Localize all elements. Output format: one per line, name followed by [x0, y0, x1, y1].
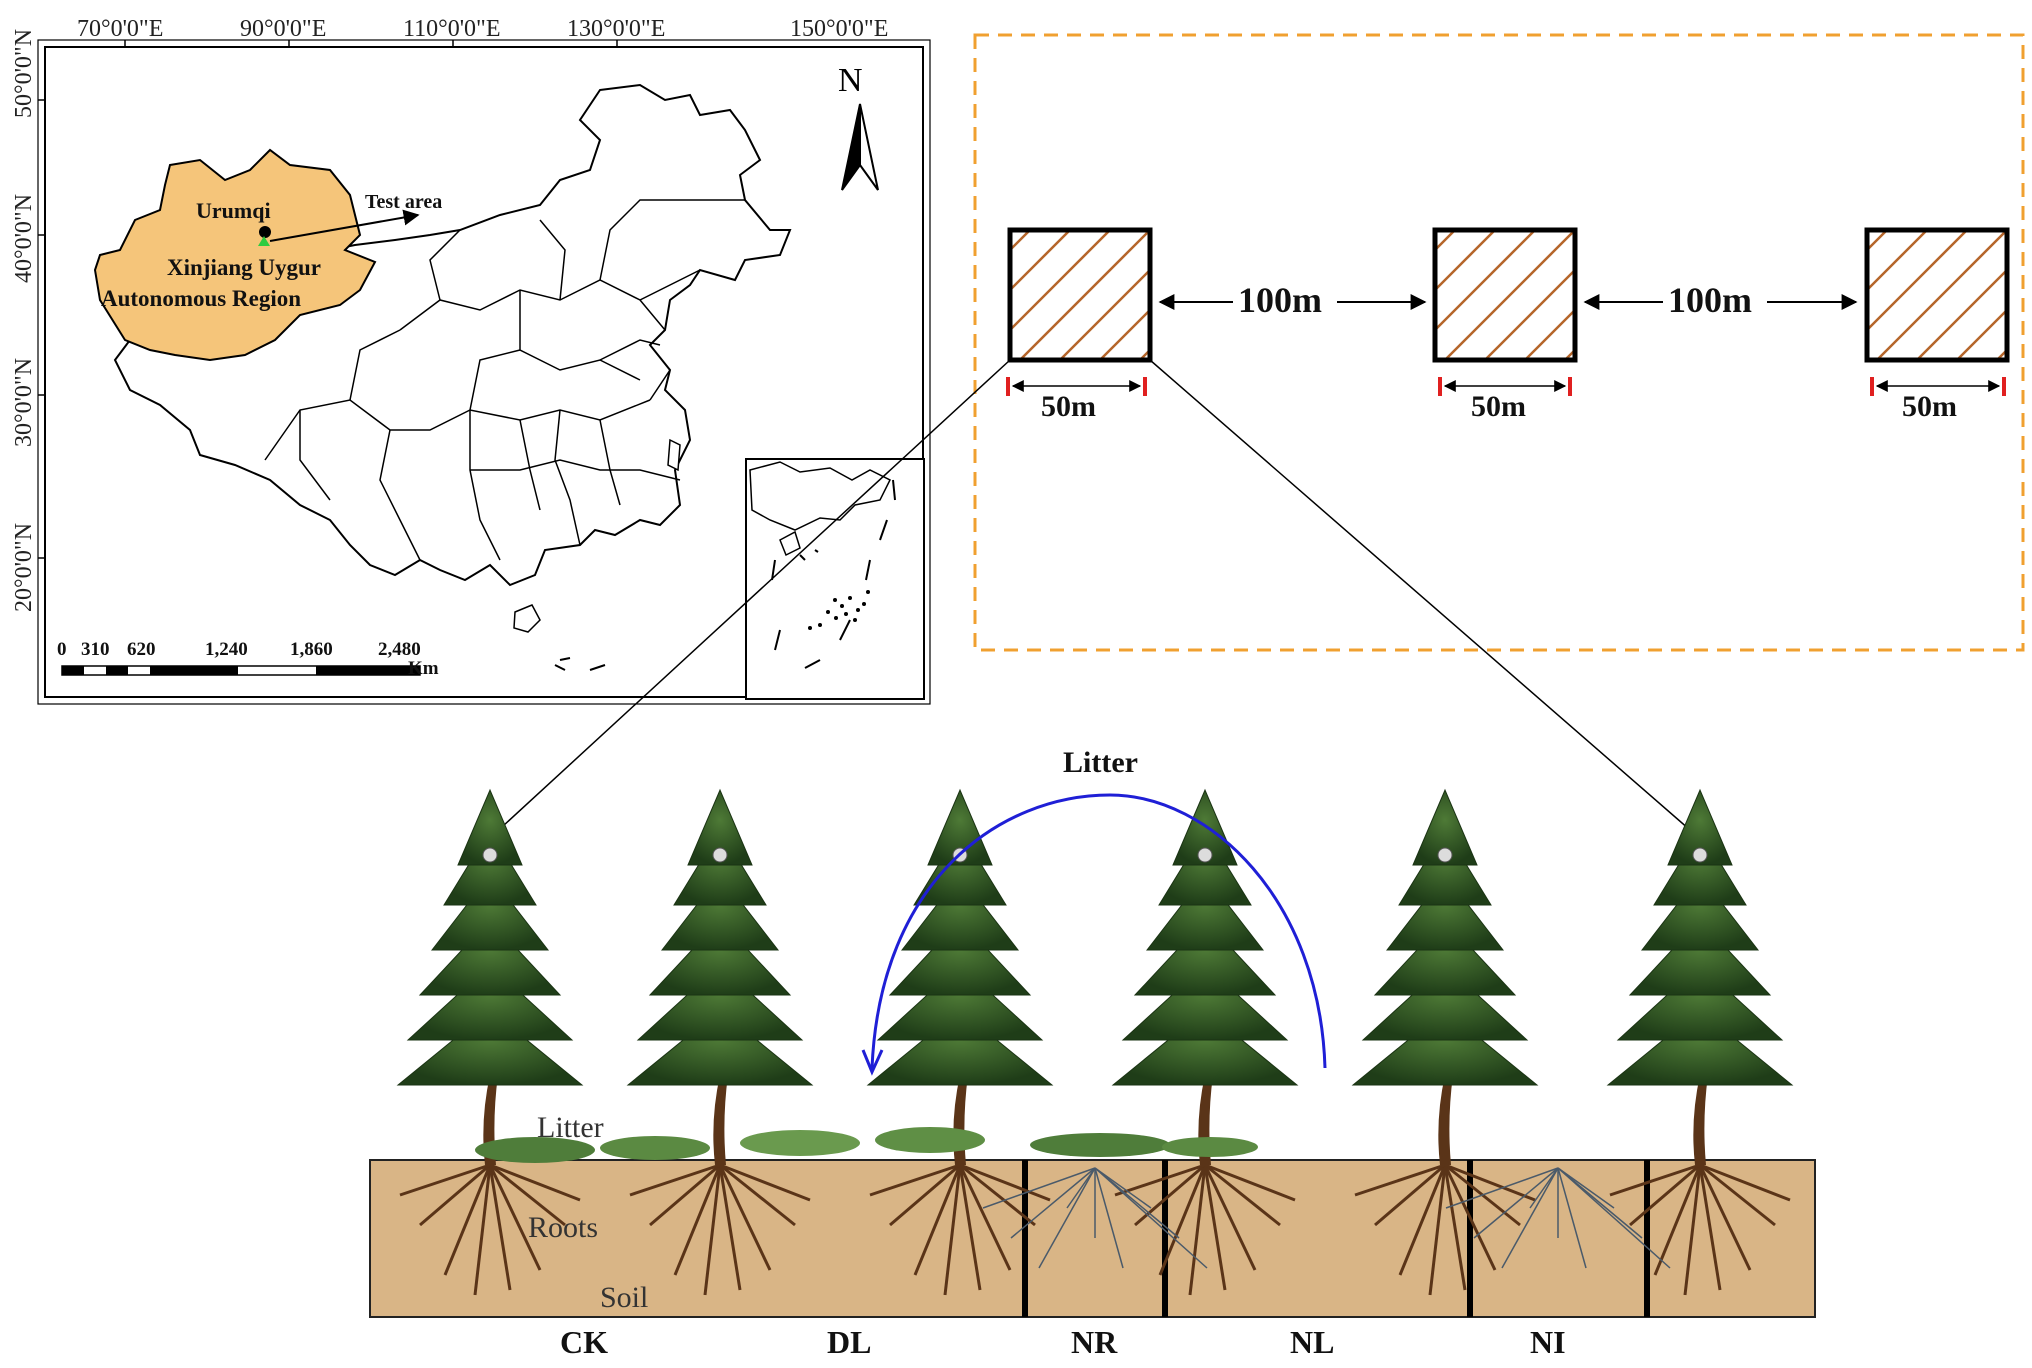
plot-square [1007, 227, 1153, 363]
treatment-label: NR [1071, 1324, 1118, 1360]
lat-label: 50°0'0"N [11, 29, 37, 118]
tree-roots [629, 1163, 811, 1296]
tree [1351, 788, 1539, 1296]
zoom-line-right [1149, 359, 1706, 844]
width-marker-3: 50m [1870, 377, 2006, 423]
distance-label: 100m [1668, 280, 1752, 320]
lat-label: 40°0'0"N [11, 194, 37, 283]
scale-tick: 2,480 [378, 639, 421, 660]
tree-roots [869, 1163, 1051, 1296]
scale-tick: 310 [81, 639, 110, 660]
city-label: Urumqi [196, 198, 271, 223]
urumqi-dot [259, 226, 271, 238]
tree [626, 788, 814, 1296]
test-area-marker [258, 236, 270, 246]
north-arrow: N [838, 62, 879, 191]
north-label: N [838, 62, 863, 99]
lon-label: 110°0'0"E [403, 16, 501, 42]
region-label-line1: Xinjiang Uygur [167, 255, 321, 280]
region-label-line2: Autonomous Region [101, 286, 301, 311]
latitude-labels: 50°0'0"N 40°0'0"N 30°0'0"N 20°0'0"N [11, 29, 37, 612]
longitude-labels: 70°0'0"E 90°0'0"E 110°0'0"E 130°0'0"E 15… [77, 16, 888, 42]
treatment-diagram: Litter Litter Roots Soil CK DL NR NL NI [369, 746, 1816, 1360]
soil-label: Soil [600, 1281, 648, 1314]
lon-label: 70°0'0"E [77, 16, 163, 42]
lon-label: 150°0'0"E [790, 16, 888, 42]
tree [1111, 788, 1299, 1296]
distance-arrow-2: 100m [1583, 280, 1858, 320]
test-area-arrow [269, 209, 420, 242]
treatment-label: NI [1530, 1324, 1566, 1360]
scale-unit: Km [408, 658, 439, 679]
scale-tick: 1,860 [290, 639, 333, 660]
map-panel: 70°0'0"E 90°0'0"E 110°0'0"E 130°0'0"E 15… [11, 16, 931, 705]
province-borders [264, 199, 745, 561]
lat-label: 30°0'0"N [11, 358, 37, 447]
plot-square [1864, 227, 2010, 363]
litter-transfer-arrow [870, 793, 1327, 1069]
scale-tick: 620 [127, 639, 156, 660]
distance-arrow-1: 100m [1158, 280, 1427, 320]
tree [1606, 788, 1794, 1296]
width-label: 50m [1471, 390, 1526, 423]
tree-roots [1609, 1163, 1791, 1296]
plot-layout-panel: 100m 100m 50m 50m 50m [973, 33, 2025, 652]
plot-layout-border [973, 33, 2025, 652]
scale-bar: 0 310 620 1,240 1,860 2,480 Km [57, 639, 439, 679]
distance-label: 100m [1238, 280, 1322, 320]
treatment-label: NL [1290, 1324, 1334, 1360]
soil-block [369, 1159, 1816, 1318]
treatment-label: DL [827, 1324, 871, 1360]
scale-tick: 0 [57, 639, 67, 660]
roots-label: Roots [528, 1211, 598, 1244]
litter-arrow-label: Litter [1063, 746, 1138, 779]
plot-dividers [1022, 1160, 1650, 1317]
scale-tick: 1,240 [205, 639, 248, 660]
tree-roots [399, 1163, 581, 1296]
xinjiang-region [93, 148, 377, 362]
lat-label: 20°0'0"N [11, 523, 37, 612]
plot-square [1432, 227, 1578, 363]
fine-roots [1445, 1167, 1671, 1269]
width-marker-1: 50m [1006, 377, 1147, 423]
tree-roots [1114, 1163, 1296, 1296]
treatment-label: CK [560, 1324, 608, 1360]
test-area-label: Test area [365, 191, 442, 213]
width-marker-2: 50m [1438, 377, 1572, 423]
fine-roots [982, 1167, 1208, 1269]
lon-label: 90°0'0"E [240, 16, 326, 42]
litter-label: Litter [537, 1111, 604, 1144]
zoom-line-left [489, 359, 1011, 839]
width-label: 50m [1902, 390, 1957, 423]
width-label: 50m [1041, 390, 1096, 423]
litter-layer [475, 1127, 1258, 1163]
litter-arrow-head [861, 1049, 884, 1076]
inset-map [745, 458, 925, 700]
lon-label: 130°0'0"E [567, 16, 665, 42]
